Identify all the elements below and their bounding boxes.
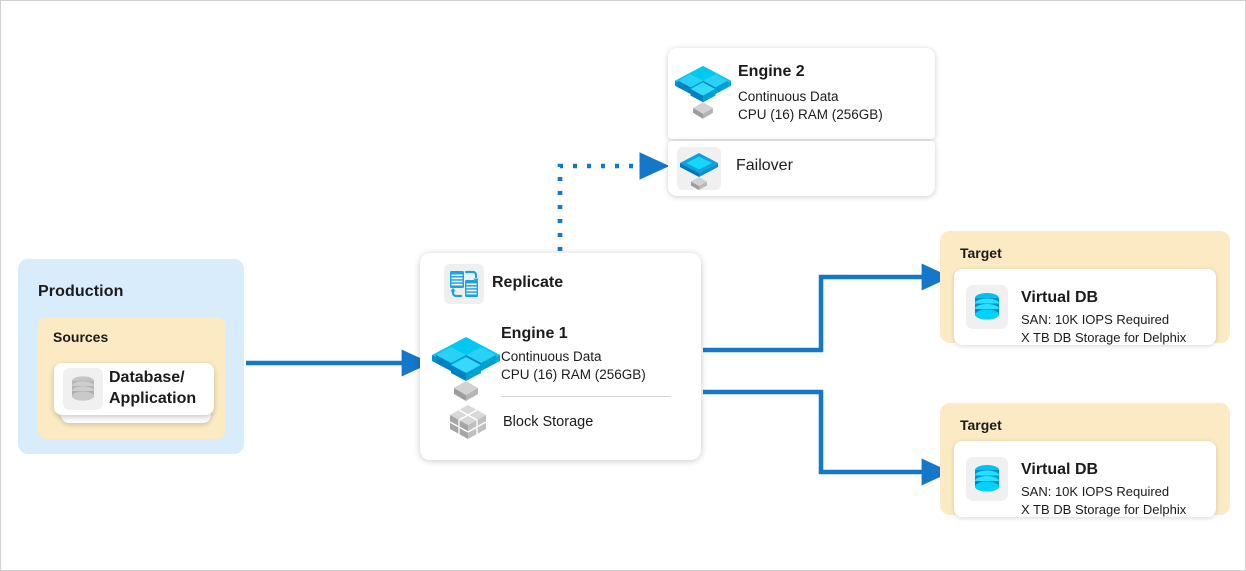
- engine2-line1: Continuous Data: [738, 89, 839, 104]
- target-2-title: Target: [960, 417, 1002, 433]
- database-application-label: Database/ Application: [109, 367, 219, 409]
- failover-diamond-icon: [677, 147, 721, 190]
- block-storage-label: Block Storage: [503, 414, 594, 430]
- virtual-db-title-1: Virtual DB: [1021, 289, 1099, 306]
- replicate-sync-icon: [444, 264, 484, 304]
- virtual-db-cylinder-icon: [966, 285, 1008, 329]
- engine-cubes-icon: [426, 329, 506, 401]
- virtual-db-2-line2: X TB DB Storage for Delphix: [1021, 502, 1187, 517]
- virtual-db-cylinder-icon: [966, 457, 1008, 501]
- sources-title: Sources: [53, 329, 109, 345]
- target-1-title: Target: [960, 245, 1002, 261]
- virtual-db-2-line1: SAN: 10K IOPS Required: [1021, 484, 1170, 499]
- engine1-line2: CPU (16) RAM (256GB): [501, 367, 646, 382]
- connector-engine1-to-target1: [703, 263, 951, 353]
- engine1-divider: [501, 396, 671, 397]
- virtual-db-1-line1: SAN: 10K IOPS Required: [1021, 312, 1170, 327]
- connector-engine1-to-target2: [703, 389, 951, 486]
- engine-cubes-icon: [670, 59, 736, 119]
- failover-label: Failover: [736, 157, 793, 174]
- block-storage-cube-icon: [447, 403, 489, 441]
- database-label-line2: Application: [109, 390, 197, 407]
- production-title: Production: [38, 283, 124, 300]
- replicate-label: Replicate: [492, 274, 564, 291]
- virtual-db-1-line2: X TB DB Storage for Delphix: [1021, 330, 1187, 345]
- connector-engine1-to-failover: [557, 152, 670, 251]
- virtual-db-title-2: Virtual DB: [1021, 461, 1099, 478]
- database-label-line1: Database/: [109, 369, 185, 386]
- engine1-line1: Continuous Data: [501, 349, 602, 364]
- engine2-title: Engine 2: [738, 63, 805, 80]
- engine1-title: Engine 1: [501, 325, 568, 342]
- database-cylinder-icon: [63, 368, 103, 410]
- engine2-line2: CPU (16) RAM (256GB): [738, 107, 883, 122]
